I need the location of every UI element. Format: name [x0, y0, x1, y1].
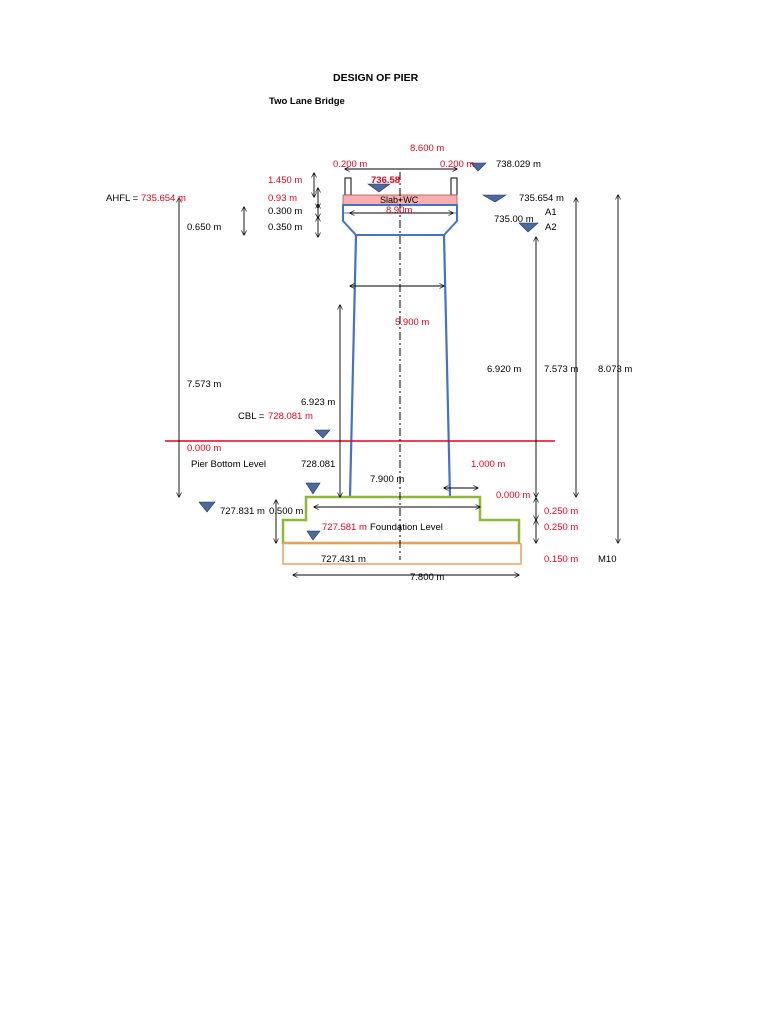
- label-093: 0.93 m: [268, 193, 297, 204]
- label-0250-a: 0.250 m: [544, 506, 578, 517]
- label-ahfl-value: 735.654 m: [141, 193, 186, 204]
- label-0250-b: 0.250 m: [544, 522, 578, 533]
- pier-column: [348, 234, 452, 498]
- label-road-level: 736.58: [371, 175, 400, 186]
- footing: [281, 495, 521, 545]
- label-bottom-width: 7.800 m: [410, 572, 444, 583]
- label-top-width: 8.600 m: [410, 143, 444, 154]
- label-bearing-level: 735.00 m: [494, 214, 534, 225]
- label-7573-left: 7.573 m: [187, 379, 221, 390]
- label-right-kerb: 0.200 m: [440, 159, 474, 170]
- label-hfl-right: 735.654 m: [519, 193, 564, 204]
- label-base-width: 7.900 m: [370, 474, 404, 485]
- label-1450: 1.450 m: [268, 175, 302, 186]
- label-ahfl: AHFL =: [106, 193, 139, 204]
- label-7573-right: 7.573 m: [544, 364, 578, 375]
- page-subtitle: Two Lane Bridge: [269, 96, 345, 107]
- label-cap-width: 8.90m: [386, 205, 412, 216]
- label-727431: 727.431 m: [321, 554, 366, 565]
- label-pier-width: 5.900 m: [395, 317, 429, 328]
- level-marker-727831: [198, 501, 216, 513]
- label-6920: 6.920 m: [487, 364, 521, 375]
- deck-kerbs: [344, 177, 458, 196]
- label-8073: 8.073 m: [598, 364, 632, 375]
- level-marker-road: [367, 183, 391, 193]
- pcc-bed: [282, 543, 522, 565]
- label-foundation-level: Foundation Level: [370, 522, 443, 533]
- label-a1: A1: [545, 207, 557, 218]
- level-marker-738: [470, 162, 487, 172]
- label-0150: 0.150 m: [544, 554, 578, 565]
- label-zero-left: 0.000 m: [187, 443, 221, 454]
- label-0300: 0.300 m: [268, 206, 302, 217]
- level-marker-735: [518, 222, 539, 233]
- level-marker-727581: [306, 530, 321, 541]
- label-cbl-value: 728.081 m: [268, 411, 313, 422]
- label-pier-bottom: Pier Bottom Level: [191, 459, 266, 470]
- label-pier-bottom-value: 728.081: [301, 459, 335, 470]
- page-title: DESIGN OF PIER: [333, 72, 419, 84]
- label-deck-level: 738.029 m: [496, 159, 541, 170]
- label-slab: Slab+WC: [380, 195, 419, 205]
- label-727581: 727.581 m: [322, 522, 367, 533]
- level-marker-cbl: [314, 429, 331, 439]
- label-a2: A2: [545, 222, 557, 233]
- label-cbl: CBL =: [238, 411, 265, 422]
- label-zero-right: 0.000 m: [496, 490, 530, 501]
- level-marker-pier-bottom: [305, 482, 321, 495]
- label-0350: 0.350 m: [268, 222, 302, 233]
- label-727831: 727.831 m: [220, 506, 265, 517]
- label-6923: 6.923 m: [301, 397, 335, 408]
- level-marker-hfl: [481, 194, 508, 203]
- label-0500: 0.500 m: [269, 506, 303, 517]
- label-left-kerb: 0.200 m: [333, 159, 367, 170]
- label-offset-1000: 1.000 m: [471, 459, 505, 470]
- label-0650: 0.650 m: [187, 222, 221, 233]
- label-m10: M10: [598, 554, 616, 565]
